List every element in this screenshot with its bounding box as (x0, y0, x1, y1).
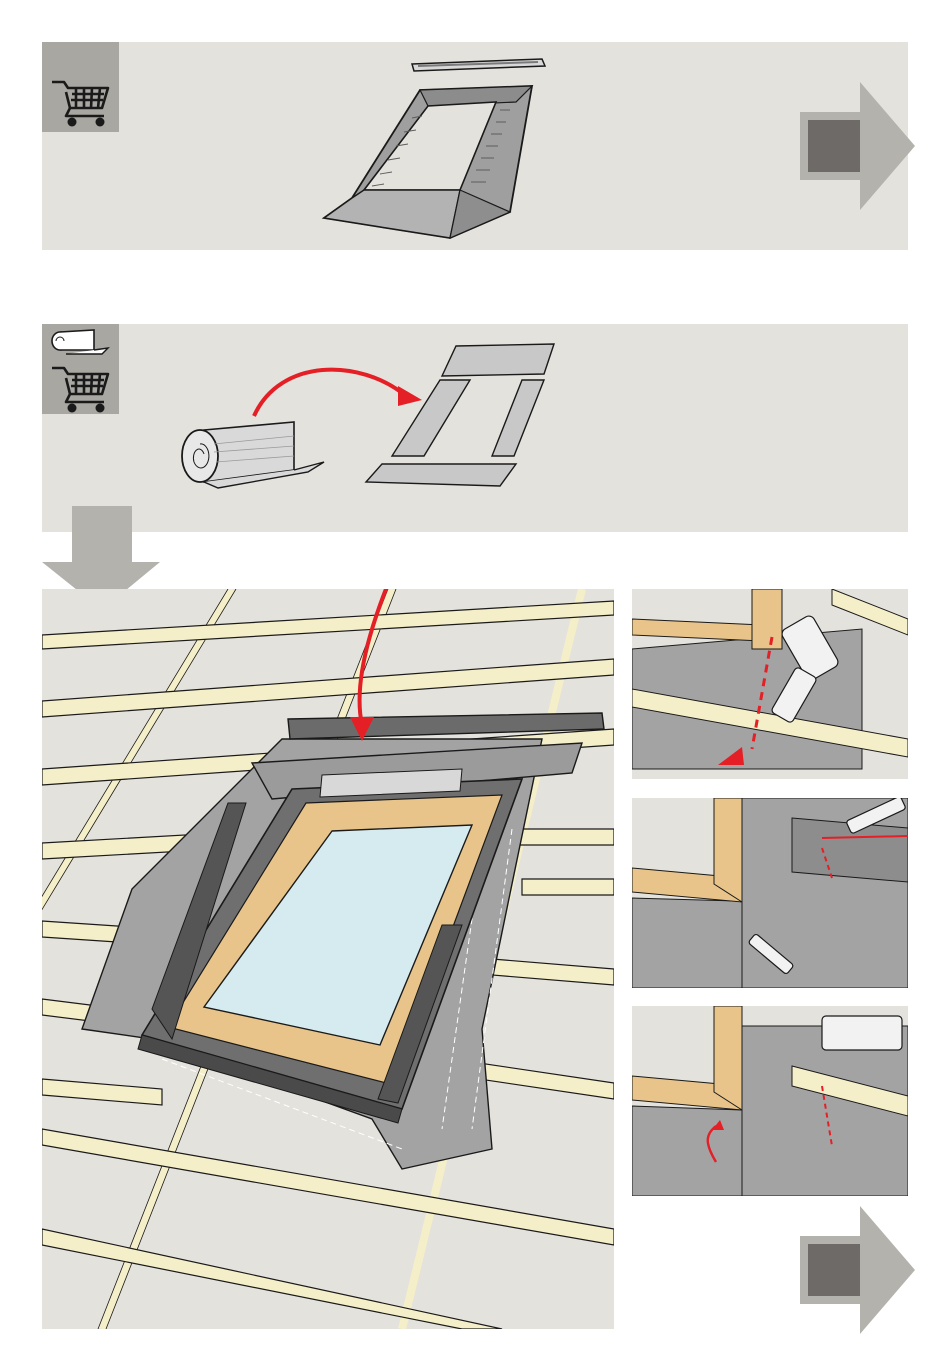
red-arrow (254, 370, 406, 416)
shopping-cart-icon-box (42, 42, 119, 132)
roof-window-with-underfelt-collar-on-battens (42, 589, 614, 1329)
next-step-arrow-icon[interactable] (800, 1206, 915, 1334)
top-flashing-strip (412, 59, 545, 71)
cut-corner-detail (632, 589, 908, 779)
fold-and-cut-detail (632, 798, 908, 988)
next-square (808, 1244, 860, 1296)
main-illustration-frame (42, 589, 614, 1329)
materials-icon-box (42, 324, 119, 414)
membrane-roll-cut-into-strips (170, 338, 570, 510)
shopping-cart-icon (42, 42, 119, 132)
shopping-cart-icon (42, 360, 119, 414)
next-step-arrow-icon[interactable] (800, 82, 915, 210)
membrane-roll-icon (42, 324, 119, 360)
staple-detail (632, 1006, 908, 1196)
next-square (808, 120, 860, 172)
membrane-roll (182, 422, 324, 488)
membrane-strips (366, 344, 554, 486)
underfelt-collar-kit (300, 52, 560, 242)
